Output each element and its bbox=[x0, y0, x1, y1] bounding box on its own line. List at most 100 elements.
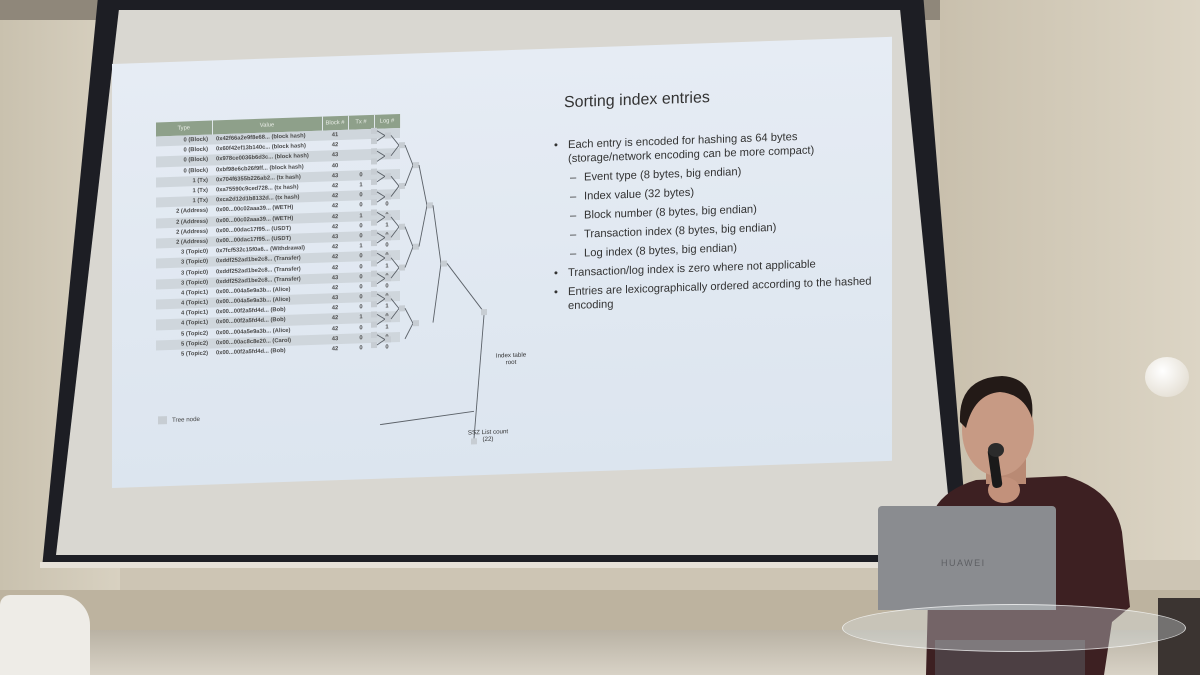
tree-node bbox=[385, 275, 391, 282]
tree-edge bbox=[404, 323, 414, 340]
table-cell: 5 (Topic2) bbox=[181, 350, 208, 358]
leaf-node bbox=[371, 188, 377, 196]
tree-node bbox=[385, 315, 391, 323]
leaf-node bbox=[371, 250, 377, 257]
tree-edge bbox=[390, 308, 400, 320]
tree-edge bbox=[376, 298, 386, 305]
leaf-node bbox=[371, 311, 377, 318]
tree-edge bbox=[404, 226, 414, 247]
tree-edge bbox=[376, 277, 386, 285]
tree-node bbox=[413, 161, 419, 169]
tree-node bbox=[385, 152, 391, 159]
tree-edge bbox=[446, 263, 485, 313]
leaf-node bbox=[371, 178, 377, 185]
ssz-count-node bbox=[471, 438, 477, 445]
bullet-list: Each entry is encoded for hashing as 64 … bbox=[552, 127, 872, 318]
bullet-item: Entries are lexicographically ordered ac… bbox=[552, 274, 872, 313]
tree-edge bbox=[376, 216, 386, 223]
leaf-node bbox=[371, 321, 377, 328]
tree-edge bbox=[418, 164, 428, 206]
leaf-node bbox=[371, 229, 377, 236]
bullet-item: Each entry is encoded for hashing as 64 … bbox=[552, 127, 872, 166]
tree-edge bbox=[376, 130, 386, 136]
tree-edge bbox=[376, 339, 386, 346]
tree-node bbox=[399, 305, 405, 312]
tree-edge bbox=[376, 191, 386, 198]
tree-edge bbox=[418, 205, 428, 247]
tree-edge bbox=[390, 175, 400, 187]
tree-legend-label: Tree node bbox=[172, 415, 200, 424]
leaf-node bbox=[371, 270, 377, 277]
tree-edge bbox=[376, 196, 386, 203]
leaf-node bbox=[371, 280, 377, 287]
tree-edge bbox=[390, 267, 400, 279]
speaker-face bbox=[962, 384, 1034, 476]
index-table-root-label: Index table root bbox=[495, 351, 527, 367]
table-cell: 42 bbox=[331, 346, 339, 353]
microphone bbox=[987, 448, 1003, 488]
tree-edge bbox=[404, 144, 414, 166]
leaf-node bbox=[371, 290, 377, 298]
tree-node bbox=[441, 260, 447, 267]
tree-node bbox=[413, 320, 419, 327]
merkle-tree-diagram bbox=[371, 127, 487, 445]
tree-node bbox=[385, 173, 391, 180]
tree-edge bbox=[376, 252, 386, 259]
leaf-node bbox=[371, 209, 377, 216]
tree-edge bbox=[379, 410, 475, 426]
speaker-hair bbox=[959, 376, 1033, 428]
microphone-head bbox=[988, 443, 1004, 457]
leaf-node bbox=[371, 148, 377, 155]
tree-node-swatch bbox=[158, 416, 167, 425]
tree-edge bbox=[390, 257, 400, 268]
leaf-node bbox=[371, 301, 377, 308]
tree-node bbox=[385, 254, 391, 261]
tree-edge bbox=[376, 313, 386, 320]
tree-node bbox=[385, 336, 391, 343]
tree-edge bbox=[376, 293, 386, 300]
table-header-cell: Block # bbox=[322, 115, 348, 131]
glass-podium bbox=[842, 604, 1186, 652]
leaf-node bbox=[371, 219, 377, 226]
tree-node bbox=[385, 213, 391, 221]
root-node bbox=[481, 309, 487, 316]
tree-edge bbox=[376, 135, 386, 142]
tree-edge bbox=[404, 165, 414, 187]
laptop-brand-logo: HUAWEI bbox=[941, 558, 986, 568]
tree-edge bbox=[473, 315, 485, 439]
leaf-node bbox=[371, 137, 377, 145]
tree-edge bbox=[390, 135, 400, 146]
tree-edge bbox=[376, 211, 386, 218]
tree-edge bbox=[376, 237, 386, 244]
ssz-list-count-label: SSZ List count (22) bbox=[467, 428, 509, 444]
tree-edge bbox=[376, 257, 386, 264]
tree-edge bbox=[376, 150, 386, 157]
leaf-node bbox=[371, 239, 377, 247]
tree-edge bbox=[390, 145, 400, 157]
tree-node bbox=[385, 193, 391, 200]
tree-edge bbox=[376, 171, 386, 177]
tree-edge bbox=[390, 185, 400, 197]
tree-edge bbox=[390, 226, 400, 238]
tree-edge bbox=[404, 246, 414, 268]
screen-bottom-bar bbox=[40, 562, 972, 568]
table-body: 0 (Block)0x42f66a2e9f8e68... (block hash… bbox=[156, 127, 400, 361]
leaf-node bbox=[371, 260, 377, 267]
tree-node bbox=[399, 182, 405, 190]
leaf-node bbox=[371, 199, 377, 206]
tree-node bbox=[385, 295, 391, 302]
tree-node bbox=[385, 234, 391, 241]
leaf-node bbox=[371, 127, 377, 134]
leaf-node bbox=[371, 341, 377, 349]
white-chair bbox=[0, 595, 90, 675]
leaf-node bbox=[371, 158, 377, 165]
tree-node bbox=[413, 243, 419, 250]
wall-lamp bbox=[1145, 357, 1189, 397]
tree-edge bbox=[376, 334, 386, 340]
tree-node bbox=[399, 142, 405, 149]
slide-title: Sorting index entries bbox=[564, 89, 710, 112]
presentation-slide: Sorting index entries Each entry is enco… bbox=[112, 36, 892, 488]
leaf-node bbox=[371, 168, 377, 175]
tree-edge bbox=[432, 263, 442, 323]
